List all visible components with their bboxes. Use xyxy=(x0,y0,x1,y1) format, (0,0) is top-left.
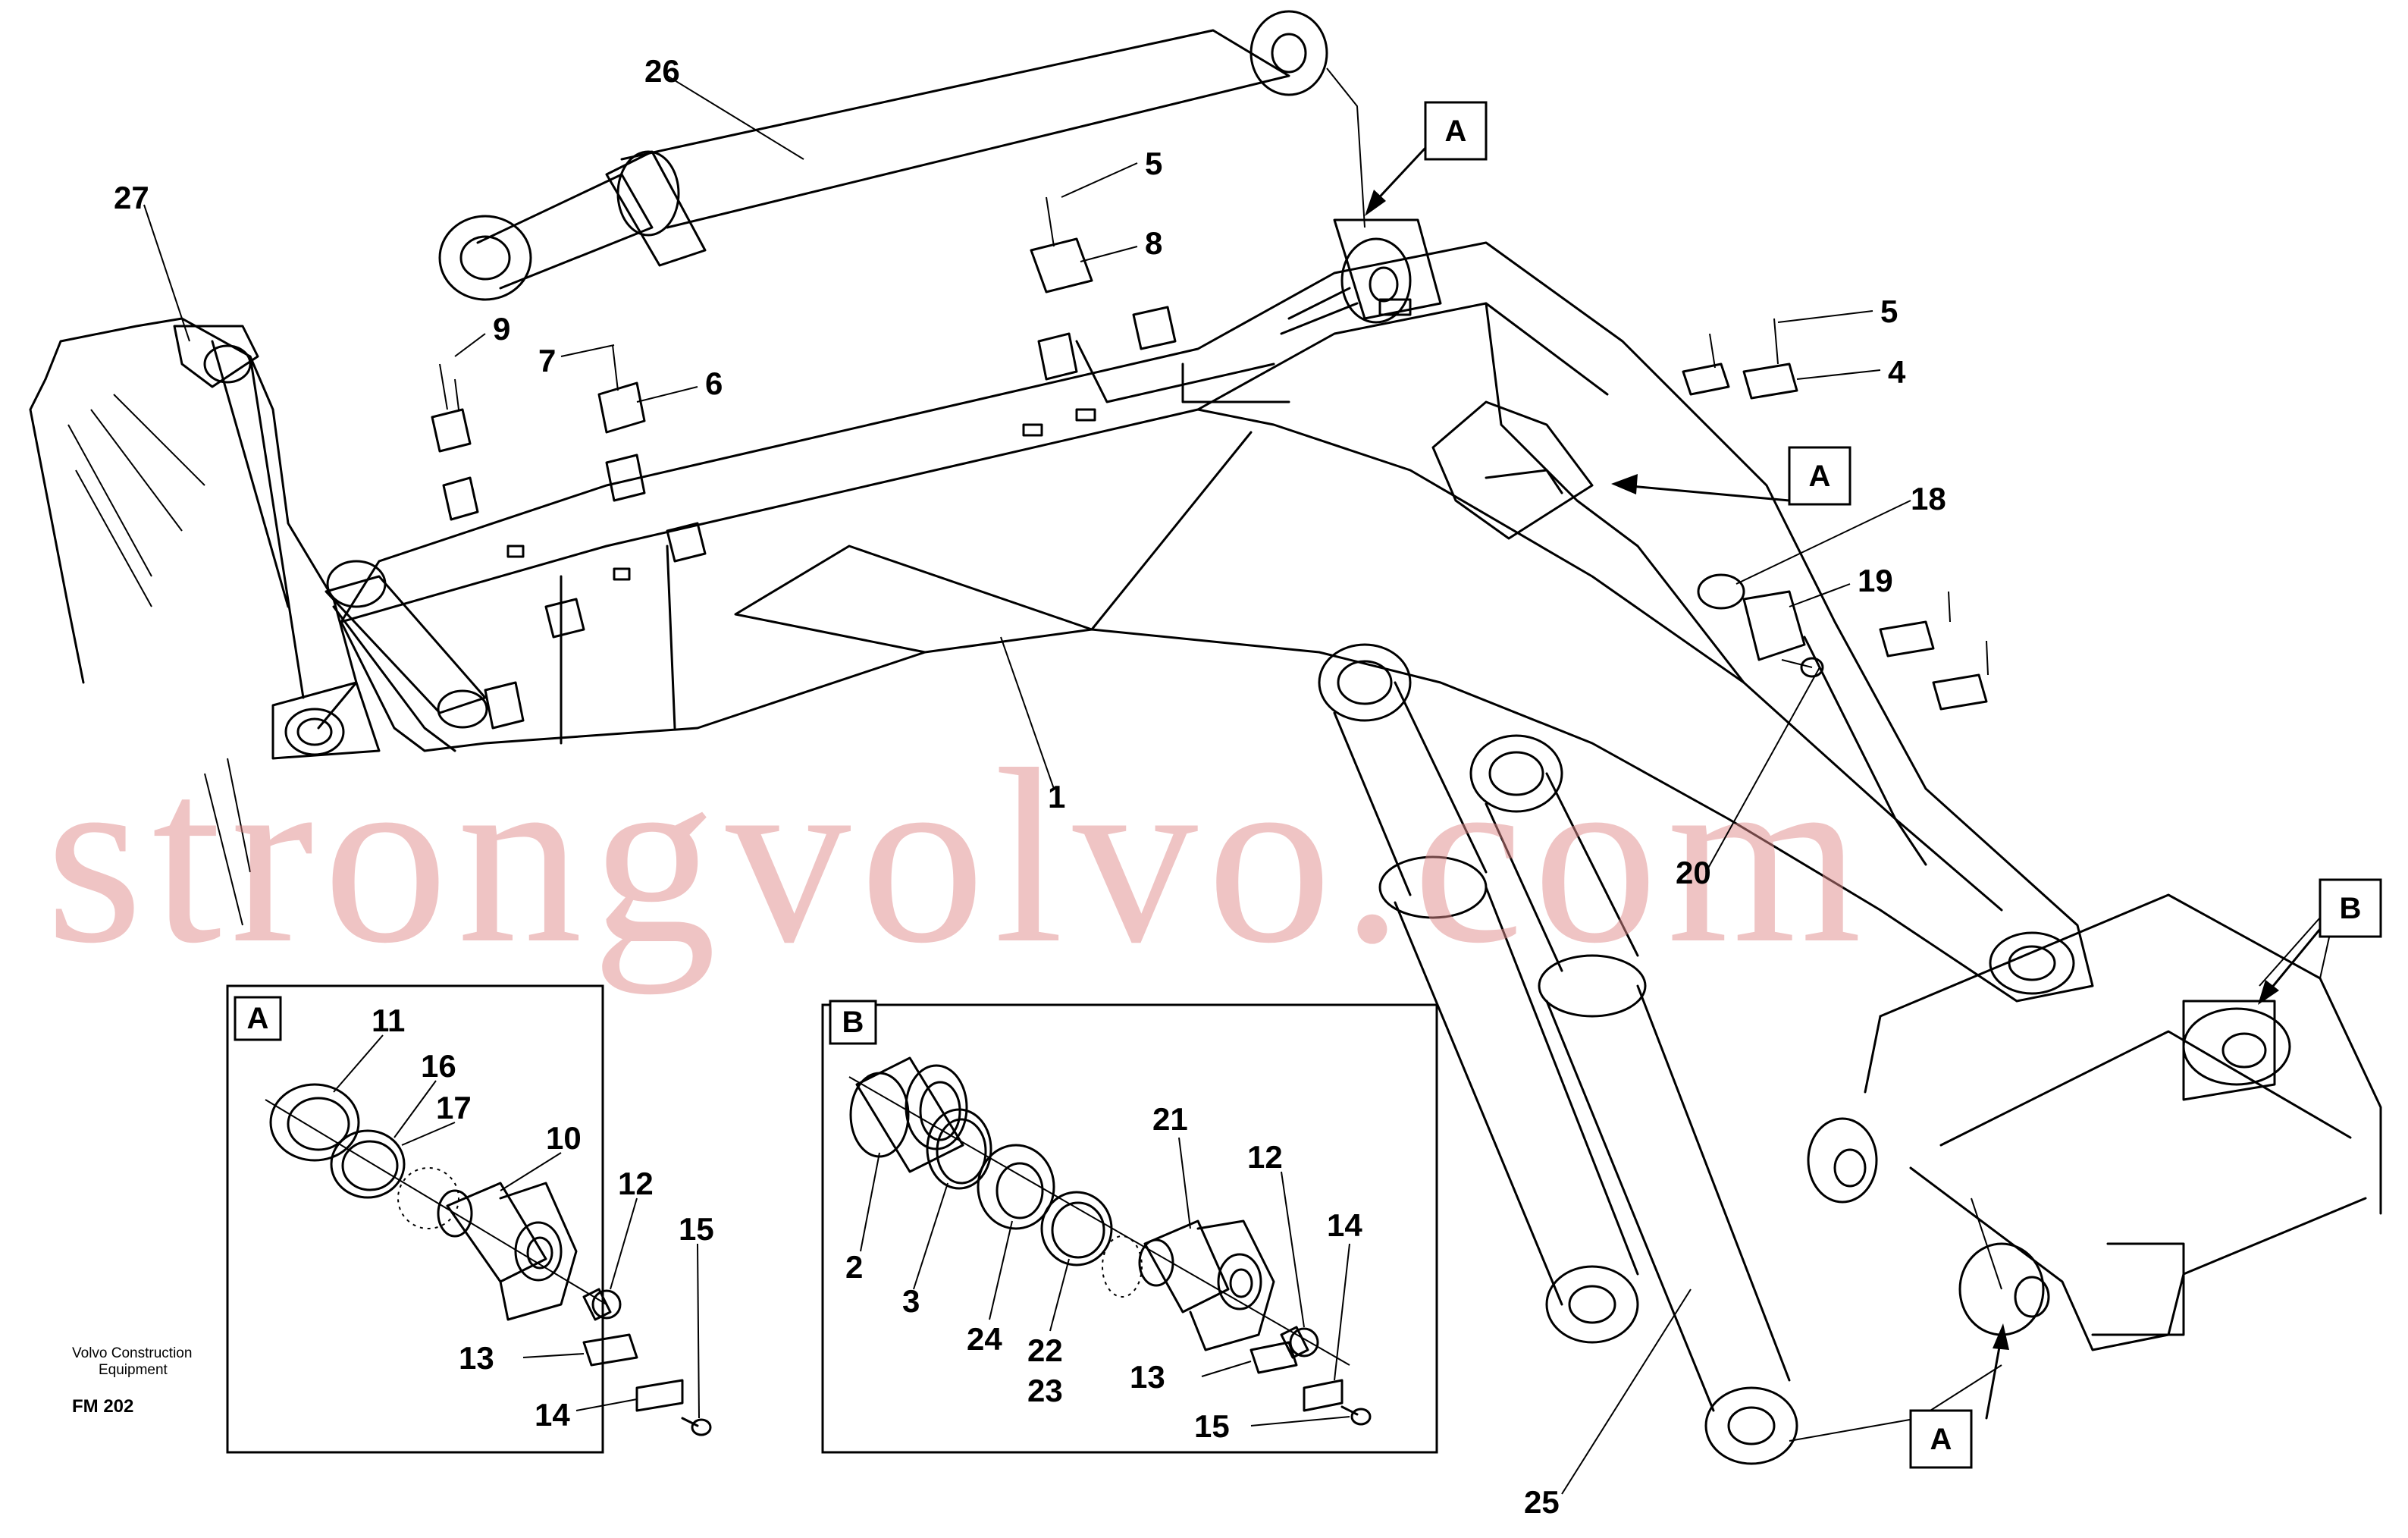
callout-a-top: A xyxy=(1365,101,1488,216)
label-5-right: 5 xyxy=(1880,293,1898,329)
svg-text:A: A xyxy=(1809,460,1831,493)
main-boom-1 xyxy=(325,218,2094,1003)
label-8: 8 xyxy=(1145,225,1162,261)
label-27: 27 xyxy=(114,180,149,215)
company-line-2: Equipment xyxy=(99,1362,168,1378)
label-18: 18 xyxy=(1911,481,1946,516)
label-19: 19 xyxy=(1858,563,1893,598)
detail-a-label-15: 15 xyxy=(679,1211,714,1247)
figure-code: FM 202 xyxy=(72,1396,133,1417)
detail-a-label-10: 10 xyxy=(546,1120,582,1156)
detail-b-label-13: 13 xyxy=(1130,1359,1165,1395)
arm-cylinder-26 xyxy=(438,10,1365,301)
detail-b-label-24: 24 xyxy=(967,1321,1002,1357)
detail-b-label-2: 2 xyxy=(845,1249,863,1285)
label-7: 7 xyxy=(538,343,556,378)
label-4: 4 xyxy=(1888,354,1906,390)
part-labels: 26 27 5 8 9 7 6 5 4 18 19 20 1 25 xyxy=(114,53,1946,1520)
watermark-text: strongvolvo.com xyxy=(45,718,1870,995)
detail-b-label-3: 3 xyxy=(902,1283,920,1319)
detail-a-label-17: 17 xyxy=(436,1090,472,1125)
callout-a-mid: A xyxy=(1611,446,1851,506)
label-9: 9 xyxy=(493,311,510,347)
boom-clamps xyxy=(431,196,1177,730)
detail-b-label-21: 21 xyxy=(1152,1101,1188,1137)
callout-a-bottom: A xyxy=(1909,1323,2009,1469)
label-25: 25 xyxy=(1524,1484,1560,1520)
detail-a-label-14: 14 xyxy=(535,1397,570,1433)
company-line-1: Volvo Construction xyxy=(72,1345,192,1361)
detail-a-label-16: 16 xyxy=(421,1048,456,1084)
base-frame xyxy=(1807,893,2382,1351)
footer: Volvo Construction Equipment FM 202 xyxy=(72,1345,192,1417)
label-20: 20 xyxy=(1676,855,1711,890)
leader-lines xyxy=(143,75,2321,1495)
detail-b-label-12: 12 xyxy=(1247,1139,1283,1175)
svg-text:A: A xyxy=(247,1002,269,1035)
detail-b-label-14: 14 xyxy=(1327,1207,1362,1243)
detail-a-label-13: 13 xyxy=(459,1340,494,1376)
svg-text:A: A xyxy=(1445,115,1467,148)
label-6: 6 xyxy=(705,366,723,401)
callout-b-right: B xyxy=(2258,878,2382,1005)
detail-b-label-22: 22 xyxy=(1027,1332,1063,1368)
bucket-arm-outline xyxy=(29,317,381,926)
label-26: 26 xyxy=(644,53,680,89)
svg-text:B: B xyxy=(2340,892,2362,925)
label-5-top: 5 xyxy=(1145,146,1162,181)
detail-a-panel: A 11 16 17 xyxy=(226,984,714,1454)
detail-b-label-15: 15 xyxy=(1194,1408,1230,1444)
label-1: 1 xyxy=(1048,779,1065,815)
detail-a-label-12: 12 xyxy=(618,1166,654,1201)
detail-b-panel: B xyxy=(821,1000,1438,1454)
svg-text:B: B xyxy=(842,1006,864,1039)
detail-b-label-23: 23 xyxy=(1027,1373,1063,1408)
svg-text:A: A xyxy=(1930,1423,1952,1456)
right-clamps xyxy=(1431,318,1989,711)
detail-a-label-11: 11 xyxy=(372,1003,405,1038)
